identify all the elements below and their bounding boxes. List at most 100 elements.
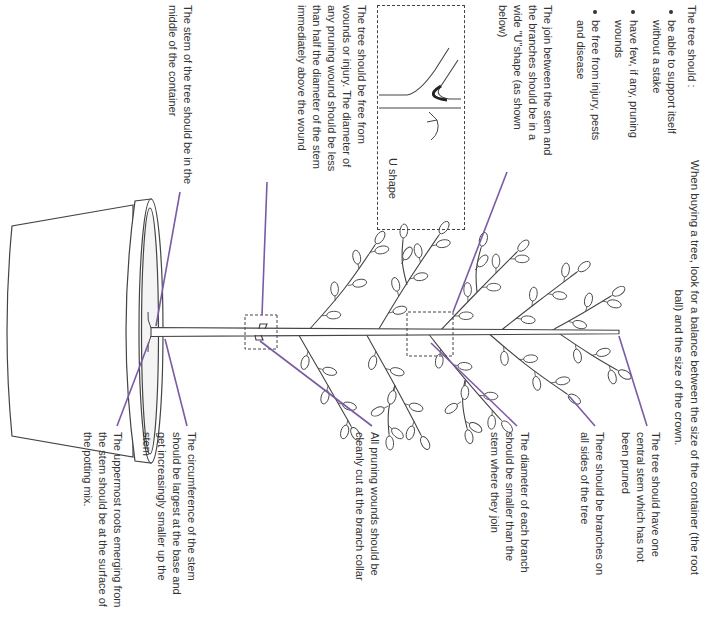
leaf: [373, 230, 387, 246]
leaf-blade: [607, 299, 622, 310]
leaf: [385, 434, 394, 450]
leaf-stalk: [586, 307, 587, 312]
leaf-blade: [464, 283, 472, 297]
leaf-blade: [374, 245, 389, 255]
branch: [549, 296, 611, 332]
stem: [151, 328, 619, 337]
leaf-blade: [413, 243, 423, 258]
leaf: [367, 351, 378, 370]
pruning-wound: [255, 324, 267, 340]
leaf-stalk: [432, 244, 437, 246]
leaf: [548, 291, 567, 301]
leaf-blade: [555, 376, 570, 386]
leaf-blade: [561, 263, 571, 278]
leaf-stalk: [534, 372, 536, 377]
leaf-blade: [464, 429, 475, 444]
root: [148, 312, 151, 328]
leaf-stalk: [465, 421, 469, 424]
leaf-blade: [500, 351, 509, 365]
leaf-blade: [319, 389, 330, 405]
u-arrow: [431, 120, 438, 140]
leader-line: [260, 341, 372, 426]
leaf-stalk: [563, 277, 565, 282]
leaf: [405, 421, 416, 440]
leaf-stalk: [609, 365, 610, 370]
leaf: [386, 366, 405, 377]
leaf-blade: [487, 415, 495, 429]
leaf-blade: [458, 362, 473, 371]
branch: [557, 332, 617, 370]
branch: [476, 248, 481, 292]
leaf-stalk: [409, 278, 414, 280]
leaf: [475, 253, 490, 270]
leader-line: [156, 192, 180, 326]
bullet: [593, 10, 597, 14]
leaf-stalk: [548, 293, 553, 295]
leaf-stalk: [318, 368, 323, 369]
leaf: [561, 263, 571, 282]
leaf-stalk: [419, 258, 421, 263]
leaf-stalk: [348, 284, 353, 286]
leaf: [348, 278, 367, 288]
leaf: [401, 245, 415, 263]
figure-label: U shape: [386, 158, 400, 199]
branch: [487, 332, 567, 394]
leaf-stalk: [510, 258, 515, 259]
leaf: [409, 272, 428, 282]
leaf-blade: [385, 436, 394, 451]
leaf-blade: [399, 224, 408, 239]
leaf-blade: [596, 347, 611, 358]
leaf-stalk: [467, 297, 468, 302]
leader-line: [117, 342, 149, 426]
leader-lines: [117, 172, 647, 426]
leaf-blade: [459, 312, 473, 320]
leaf-stalk: [603, 301, 608, 302]
leaf-blade: [576, 259, 592, 273]
leaf-blade: [532, 376, 542, 391]
leaf-blade: [552, 291, 567, 301]
leaf-stalk: [384, 406, 388, 408]
leaf-blade: [521, 315, 536, 324]
bullets: [593, 10, 673, 14]
leaf-stalk: [465, 381, 466, 386]
leaf-stalk: [551, 382, 556, 384]
leaf: [603, 299, 622, 310]
leaf-blade: [339, 424, 350, 440]
leaf-stalk: [568, 321, 573, 322]
u-shape-figure: [379, 48, 461, 140]
leaf-stalk: [388, 426, 392, 429]
wound-stub: [255, 335, 263, 340]
callout-label: The tree should :: [684, 5, 699, 205]
branch: [365, 332, 421, 435]
leaf: [464, 283, 472, 302]
u-arrow: [427, 112, 437, 122]
callout-label: be free from injury, pests and disease: [573, 20, 603, 160]
leaf: [482, 283, 501, 291]
leaf-blade: [523, 354, 537, 363]
leaf: [454, 312, 473, 320]
leaf-stalk: [401, 259, 404, 263]
leaf: [322, 311, 341, 319]
leader-line: [431, 343, 517, 426]
branch: [307, 245, 375, 332]
leaf-blade: [529, 287, 538, 302]
leaf-stalk: [592, 354, 597, 355]
leaf-stalk: [370, 251, 375, 253]
leaf-stalk: [327, 386, 328, 391]
callout-label: The uppermost roots emerging from the st…: [80, 432, 125, 612]
leaf-blade: [327, 311, 341, 319]
leaf-stalk: [492, 410, 493, 415]
bullet: [669, 10, 673, 14]
callout-label: The diameter of each branch should be sm…: [487, 432, 532, 587]
leaf: [532, 372, 542, 391]
leaf-stalk: [482, 287, 487, 288]
branch: [402, 240, 407, 285]
leaf-blade: [367, 355, 378, 371]
leaf-blade: [436, 239, 451, 249]
leaf: [566, 392, 582, 406]
leaf: [319, 386, 330, 405]
leaf-stalk: [405, 404, 410, 405]
leaf: [583, 292, 594, 311]
leaf: [443, 401, 461, 415]
